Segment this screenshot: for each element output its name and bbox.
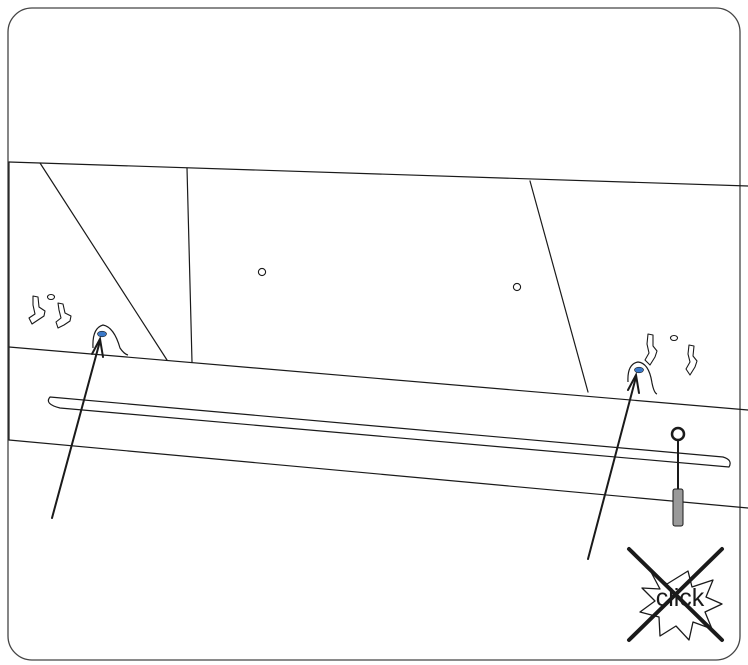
arrow-left <box>51 335 104 519</box>
rail-bottom-edge <box>8 439 748 509</box>
hook-bracket-icon <box>644 333 698 376</box>
left-diagonal-edge <box>39 162 168 361</box>
handle-slot <box>47 396 731 468</box>
right-latch <box>627 361 658 395</box>
panel-top-edge <box>8 161 748 187</box>
screw-hole-right <box>512 282 522 292</box>
cabinet-outline <box>8 161 748 509</box>
arrow-right <box>587 371 640 560</box>
screw-hole-left <box>257 267 267 277</box>
hook-bracket-icon <box>28 293 72 329</box>
screwdriver-icon <box>670 426 686 527</box>
right-diagonal-edge <box>529 180 589 393</box>
click-burst <box>639 570 723 641</box>
left-latch-marker <box>97 330 107 338</box>
diagram-frame <box>7 7 741 661</box>
middle-vertical-edge <box>186 167 193 363</box>
cross-line-2 <box>627 547 724 642</box>
rail-top-edge <box>8 346 748 411</box>
right-latch-marker <box>634 366 644 374</box>
no-click-icon: click <box>627 547 724 642</box>
